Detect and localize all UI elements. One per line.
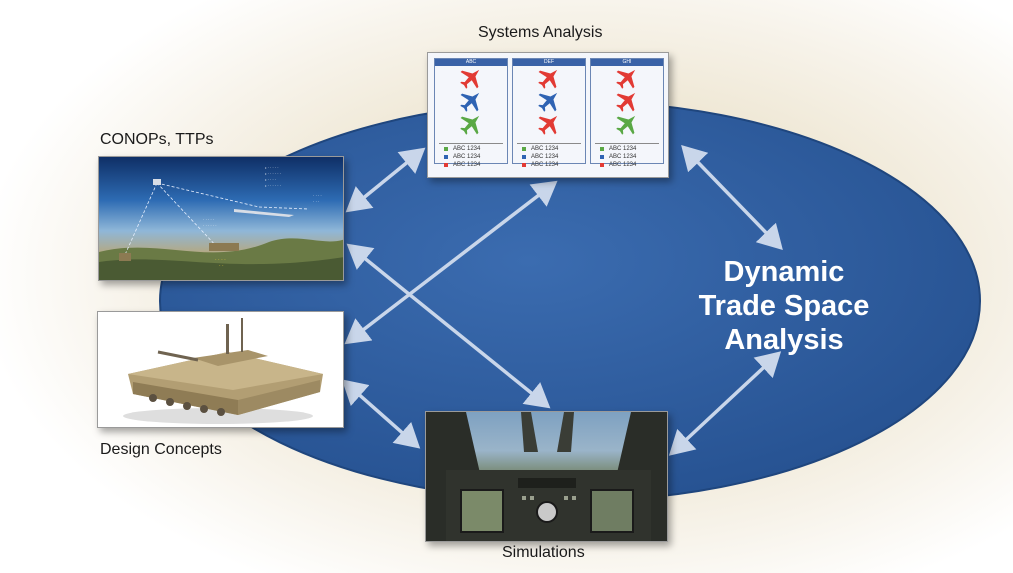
legend-item: ABC 1234 [591, 161, 663, 169]
label-design-concepts: Design Concepts [100, 441, 222, 458]
center-title: Dynamic Trade Space Analysis [674, 255, 894, 357]
legend-swatch [522, 155, 526, 159]
legend-item: ABC 1234 [591, 145, 663, 153]
column-header: GHI [591, 59, 663, 66]
aircraft-icon [616, 92, 636, 112]
center-title-line-2: Trade Space [698, 290, 870, 322]
center-title-line-1: Dynamic [723, 256, 845, 288]
legend-swatch [600, 163, 604, 167]
design-concepts-panel [97, 311, 344, 428]
center-title-line-3: Analysis [724, 324, 844, 356]
svg-text:· · ·: · · · [313, 199, 319, 204]
divider [517, 143, 581, 144]
svg-text:• · · · · · ·: • · · · · · · [265, 171, 281, 176]
legend-item: ABC 1234 [435, 161, 507, 169]
legend-swatch [600, 147, 604, 151]
aircraft-icon [460, 115, 480, 135]
vehicle-illustration [123, 318, 323, 424]
legend-label: ABC 1234 [453, 162, 481, 168]
column-header: DEF [513, 59, 585, 66]
label-systems-analysis: Systems Analysis [478, 24, 603, 41]
legend-label: ABC 1234 [453, 154, 481, 160]
simulations-panel [425, 411, 668, 542]
label-simulations: Simulations [502, 544, 585, 561]
svg-text:· · · · · ·: · · · · · · [203, 223, 217, 228]
svg-text:· · · · ·: · · · · · [203, 217, 214, 222]
aircraft-icon [616, 69, 636, 89]
legend-label: ABC 1234 [453, 146, 481, 152]
legend-swatch [444, 147, 448, 151]
svg-text:• · · · · · ·: • · · · · · · [265, 183, 281, 188]
arrow-systems-tradespace [681, 144, 783, 251]
svg-text:• · · · ·: • · · · · [265, 177, 276, 182]
legend-swatch [444, 155, 448, 159]
conops-panel: • · · · · · • · · · · · · • · · · · • · … [98, 156, 344, 281]
svg-text:· · · ·: · · · · [313, 193, 322, 198]
svg-text:· · · ·: · · · · [215, 257, 226, 263]
svg-text:• · · · · ·: • · · · · · [265, 165, 279, 170]
legend-item: ABC 1234 [435, 145, 507, 153]
legend-item: ABC 1234 [513, 153, 585, 161]
uav-icon [234, 209, 294, 217]
legend-label: ABC 1234 [609, 146, 637, 152]
divider [595, 143, 659, 144]
arrow-design-simulations [341, 379, 421, 449]
aircraft-icons [460, 69, 480, 135]
legend-label: ABC 1234 [609, 154, 637, 160]
arrow-conops-simulations [346, 243, 551, 409]
aircraft-icon [538, 69, 558, 89]
legend-label: ABC 1234 [531, 154, 559, 160]
legend-swatch [522, 163, 526, 167]
aircraft-icons [616, 69, 636, 135]
conops-illustration: • · · · · · • · · · · · · • · · · · • · … [99, 165, 343, 280]
label-conops: CONOPs, TTPs [100, 131, 214, 148]
divider [439, 143, 503, 144]
svg-text:· ·: · · [219, 263, 224, 269]
aircraft-icon [616, 115, 636, 135]
aircraft-icon [538, 92, 558, 112]
legend-swatch [600, 155, 604, 159]
column-header: ABC [435, 59, 507, 66]
legend-label: ABC 1234 [531, 146, 559, 152]
satellite-icon [153, 179, 161, 185]
arrow-simulations-tradespace [668, 351, 782, 456]
legend-swatch [444, 163, 448, 167]
legend-item: ABC 1234 [435, 153, 507, 161]
legend-item: ABC 1234 [591, 153, 663, 161]
cockpit-illustration [426, 412, 667, 541]
legend-item: ABC 1234 [513, 161, 585, 169]
legend-swatch [522, 147, 526, 151]
aircraft-icon [538, 115, 558, 135]
aircraft-icon [460, 92, 480, 112]
legend-label: ABC 1234 [609, 162, 637, 168]
aircraft-icon [460, 69, 480, 89]
aircraft-icons [538, 69, 558, 135]
legend-item: ABC 1234 [513, 145, 585, 153]
legend-label: ABC 1234 [531, 162, 559, 168]
